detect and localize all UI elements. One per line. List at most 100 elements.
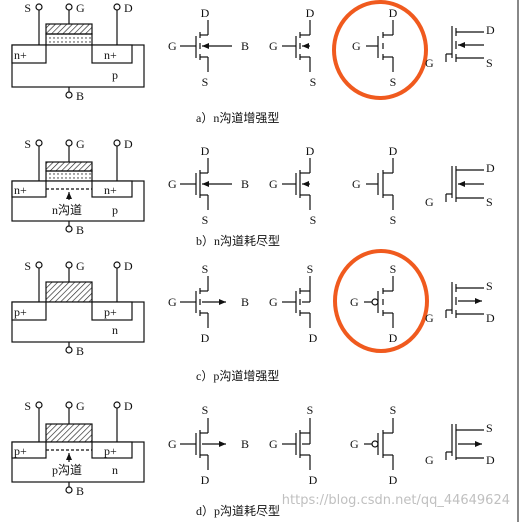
label-d: D <box>201 6 210 20</box>
label-b: B <box>241 295 249 309</box>
label-s: S <box>390 403 397 417</box>
region-p: p <box>112 68 118 82</box>
label-g: G <box>425 311 434 325</box>
region-p-plus: p+ <box>14 444 27 458</box>
symbol-a2 <box>282 20 311 72</box>
region-p-plus: p+ <box>104 444 117 458</box>
label-g: G <box>269 177 278 191</box>
label-s: S <box>202 262 209 276</box>
label-d: D <box>389 6 398 20</box>
label-d: D <box>124 399 133 413</box>
label-d: D <box>201 331 210 345</box>
symbol-a3 <box>366 20 394 72</box>
label-g: G <box>76 259 85 273</box>
label-d: D <box>486 161 495 175</box>
highlight-circle <box>333 249 429 353</box>
symbol-b3 <box>366 158 394 210</box>
region-p: p <box>112 203 118 217</box>
region-n-plus: n+ <box>14 183 27 197</box>
label-s: S <box>24 1 31 15</box>
label-d: D <box>124 1 133 15</box>
label-s: S <box>390 75 397 89</box>
highlight-circle <box>332 0 428 100</box>
symbol-b1 <box>180 158 232 210</box>
label-d: D <box>309 473 318 487</box>
label-g: G <box>350 437 359 451</box>
watermark: https://blog.csdn.net/qq_44649624 <box>282 493 510 508</box>
row-a: S G D n+ n+ p B D G B S D G S <box>11 0 495 125</box>
region-n: n <box>112 463 118 477</box>
symbol-a4 <box>445 26 484 62</box>
caption-c: c）p沟道增强型 <box>196 369 279 383</box>
region-n-plus: n+ <box>14 48 27 62</box>
label-b: B <box>241 177 249 191</box>
label-g: G <box>425 56 434 70</box>
caption-a: a）n沟道增强型 <box>196 111 279 125</box>
label-d: D <box>389 331 398 345</box>
label-b: B <box>76 344 84 358</box>
label-g: G <box>425 453 434 467</box>
symbol-c3 <box>364 276 394 328</box>
label-b: B <box>241 39 249 53</box>
label-g: G <box>168 437 177 451</box>
label-g: G <box>76 137 85 151</box>
label-g: G <box>76 399 85 413</box>
symbol-b4 <box>445 166 484 202</box>
cross-section-a <box>11 3 145 99</box>
label-g: G <box>352 39 361 53</box>
label-g: G <box>269 437 278 451</box>
channel-label: p沟道 <box>52 463 82 477</box>
label-s: S <box>310 75 317 89</box>
symbol-c2 <box>282 276 311 328</box>
label-s: S <box>390 262 397 276</box>
channel-label: n沟道 <box>52 203 82 217</box>
symbol-d2 <box>282 418 311 470</box>
label-g: G <box>168 295 177 309</box>
label-d: D <box>306 144 315 158</box>
region-n: n <box>112 323 118 337</box>
symbol-c4 <box>445 282 484 318</box>
label-d: D <box>486 23 495 37</box>
label-s: S <box>202 213 209 227</box>
label-s: S <box>24 137 31 151</box>
row-b: S G D n+ n+ n沟道 p B D G B S D G S <box>11 137 495 248</box>
label-g: G <box>269 39 278 53</box>
label-g: G <box>352 177 361 191</box>
label-s: S <box>24 399 31 413</box>
label-d: D <box>124 259 133 273</box>
label-s: S <box>390 213 397 227</box>
label-g: G <box>269 295 278 309</box>
label-s: S <box>307 403 314 417</box>
label-g: G <box>76 1 85 15</box>
row-c: S G D p+ p+ n B S G B D S G D <box>11 249 495 383</box>
region-n-plus: n+ <box>104 48 117 62</box>
label-s: S <box>486 195 493 209</box>
label-d: D <box>306 6 315 20</box>
symbol-d1 <box>180 418 226 470</box>
label-s: S <box>24 259 31 273</box>
symbol-a1 <box>180 20 232 72</box>
label-b: B <box>76 484 84 498</box>
label-g: G <box>168 39 177 53</box>
row-d: S G D p+ p+ p沟道 n B S G B D S G D <box>11 399 495 518</box>
symbol-d3 <box>364 418 394 470</box>
label-d: D <box>201 144 210 158</box>
label-s: S <box>202 75 209 89</box>
label-d: D <box>389 144 398 158</box>
label-g: G <box>425 195 434 209</box>
label-g: G <box>168 177 177 191</box>
region-n-plus: n+ <box>104 183 117 197</box>
label-d: D <box>389 473 398 487</box>
label-d: D <box>201 473 210 487</box>
label-s: S <box>486 279 493 293</box>
label-b: B <box>76 223 84 237</box>
cross-section-c <box>11 261 145 354</box>
symbol-b2 <box>282 158 311 210</box>
region-p-plus: p+ <box>14 305 27 319</box>
label-s: S <box>202 403 209 417</box>
label-s: S <box>486 56 493 70</box>
symbol-c1 <box>180 276 226 328</box>
label-s: S <box>310 213 317 227</box>
